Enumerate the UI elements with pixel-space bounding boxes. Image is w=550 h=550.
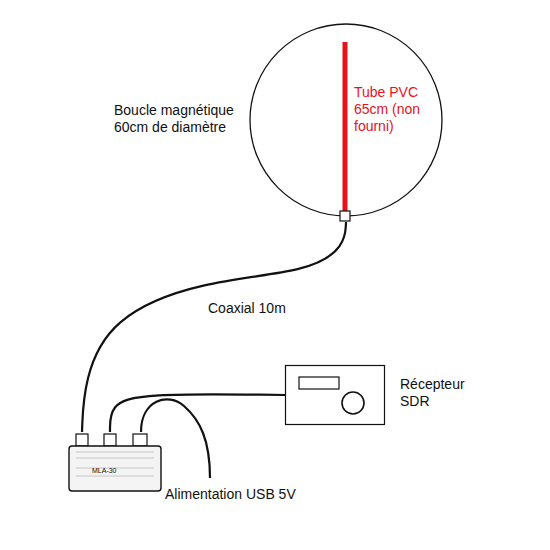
fine-print-line	[76, 458, 154, 459]
fine-print-line	[76, 452, 154, 453]
loop-antenna: Boucle magnétique 60cm de diamètreTube P…	[248, 22, 444, 222]
loop-connector	[340, 211, 350, 221]
cable-label: Coaxial 10m	[206, 300, 288, 317]
receiver-cable	[110, 394, 285, 432]
amplifier-box: MLA-30	[68, 432, 162, 492]
node-outline	[285, 365, 385, 425]
amplifier-case	[69, 446, 161, 491]
tuning-knob	[342, 392, 364, 414]
part-note: Tube PVC 65cm (non fourni)	[354, 84, 438, 135]
sdr-receiver: Récepteur SDR	[285, 365, 385, 425]
box-connector	[133, 434, 147, 446]
receiver-display	[299, 377, 339, 389]
receiver-case	[286, 366, 385, 425]
loop-ring	[250, 24, 442, 216]
fine-print-line	[76, 476, 154, 477]
box-connector	[76, 434, 88, 446]
part-label: MLA-30	[92, 466, 142, 475]
pvc-tube	[343, 42, 348, 212]
node-outline	[68, 432, 162, 492]
power-label: Alimentation USB 5V	[163, 486, 298, 503]
node-outline	[248, 22, 444, 222]
part-label: Récepteur SDR	[400, 376, 480, 410]
part-label: Boucle magnétique 60cm de diamètre	[114, 102, 244, 136]
box-connector	[104, 434, 116, 446]
